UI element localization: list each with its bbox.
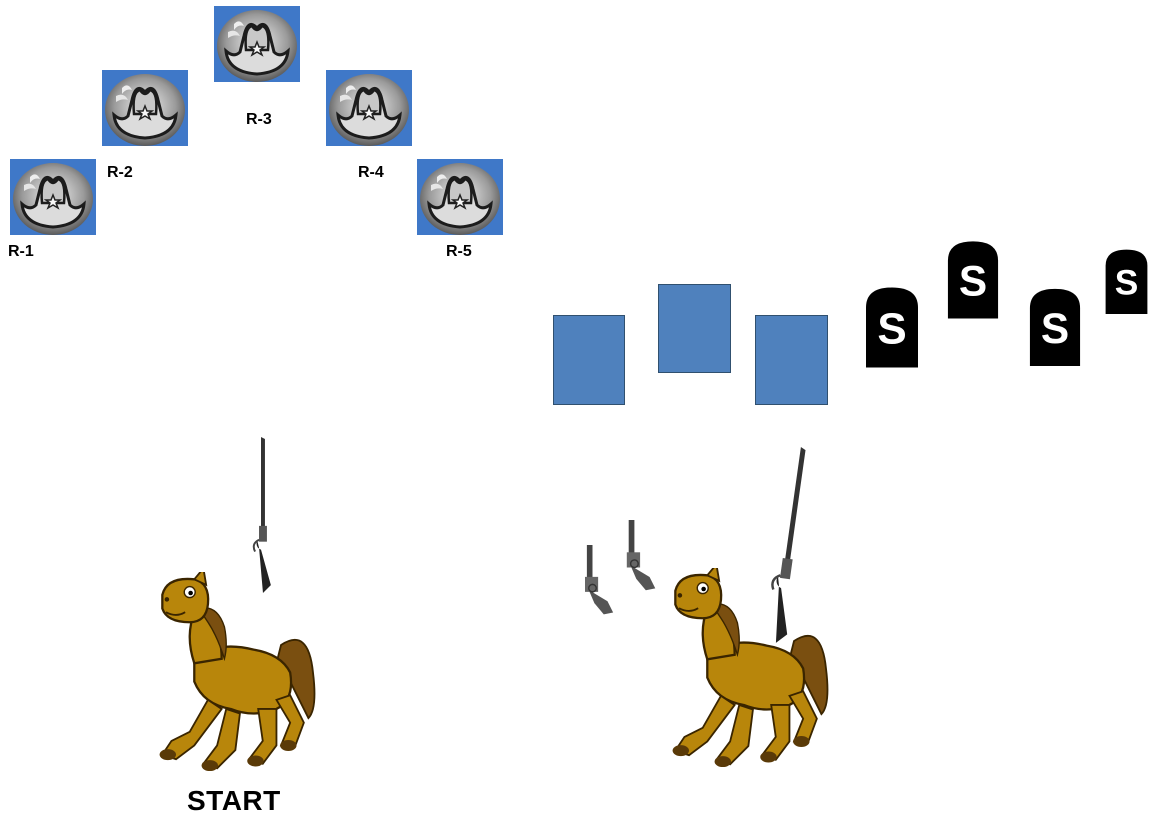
round-tile-r2[interactable]: [102, 70, 188, 146]
revolver-icon[interactable]: [580, 545, 620, 620]
round-label-r2: R-2: [107, 164, 133, 181]
round-tile-r3[interactable]: [214, 6, 300, 82]
round-tile-r1[interactable]: [10, 159, 96, 235]
hat-icon: [102, 70, 188, 146]
hat-icon: [417, 159, 503, 235]
tombstone-icon[interactable]: [1028, 280, 1082, 373]
horse-icon[interactable]: [152, 572, 337, 782]
card-3[interactable]: [755, 315, 828, 405]
hat-icon: [326, 70, 412, 146]
hat-icon: [214, 6, 300, 82]
round-tile-r4[interactable]: [326, 70, 412, 146]
start-label[interactable]: START: [187, 785, 281, 816]
round-label-r5: R-5: [446, 243, 472, 260]
round-label-r3: R-3: [246, 111, 272, 128]
horse-icon[interactable]: [665, 568, 850, 778]
tombstone-icon[interactable]: [864, 280, 920, 373]
card-2[interactable]: [658, 284, 731, 373]
tombstone-icon[interactable]: [1104, 240, 1149, 322]
tombstone-icon[interactable]: [946, 236, 1000, 322]
round-tile-r5[interactable]: [417, 159, 503, 235]
round-label-r1: R-1: [8, 243, 34, 260]
round-label-r4: R-4: [358, 164, 384, 181]
card-1[interactable]: [553, 315, 625, 405]
hat-icon: [10, 159, 96, 235]
revolver-icon[interactable]: [620, 520, 664, 596]
